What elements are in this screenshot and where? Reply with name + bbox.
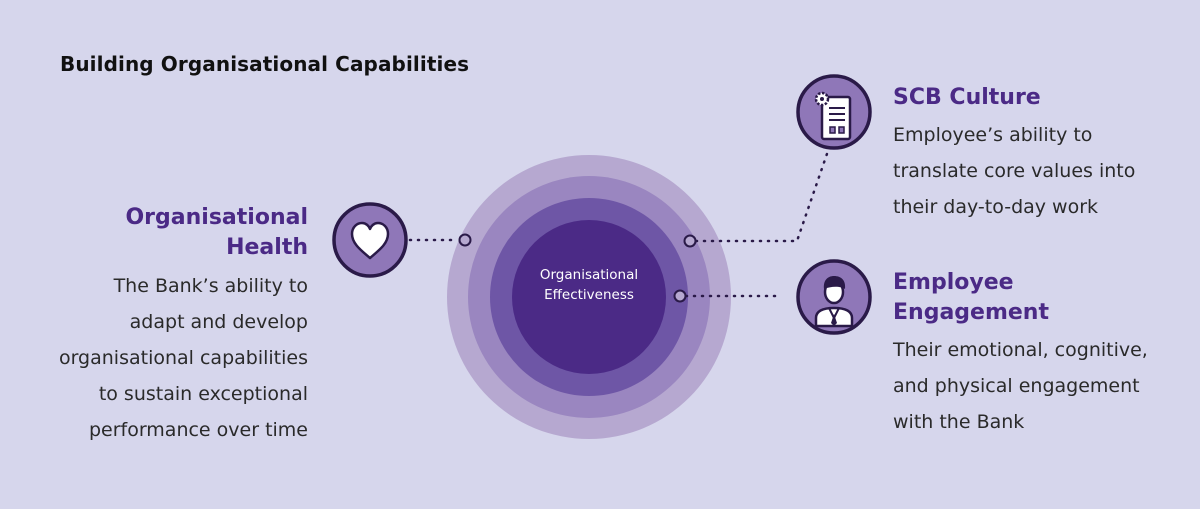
culture-desc-line: Employee’s ability to	[893, 124, 1093, 146]
center-label-line2: Effectiveness	[544, 287, 634, 303]
engagement-desc-line: and physical engagement	[893, 375, 1140, 397]
page-title: Building Organisational Capabilities	[60, 52, 470, 76]
culture-heading: SCB Culture	[893, 85, 1041, 110]
marker-culture	[683, 234, 697, 248]
building-gear-icon	[796, 74, 872, 150]
center-label-line1: Organisational	[539, 267, 639, 283]
marker-health	[458, 233, 472, 247]
health-desc-line: The Bank’s ability to	[113, 275, 308, 297]
engagement-description: Their emotional, cognitive, and physical…	[893, 332, 1148, 440]
employee-icon	[796, 259, 872, 335]
culture-desc-line: translate core values into	[893, 160, 1136, 182]
health-heading-line1: Organisational	[125, 205, 308, 230]
health-description: The Bank’s ability to adapt and develop …	[59, 268, 308, 448]
culture-description: Employee’s ability to translate core val…	[893, 117, 1135, 225]
culture-desc-line: their day-to-day work	[893, 196, 1099, 218]
ring-core	[512, 220, 666, 374]
health-heading: Organisational Health	[125, 203, 308, 263]
connector-culture	[694, 146, 831, 243]
marker-engagement	[673, 289, 687, 303]
health-desc-line: adapt and develop	[129, 311, 308, 333]
health-desc-line: performance over time	[88, 419, 308, 441]
center-label: Organisational Effectiveness	[509, 265, 669, 305]
engagement-desc-line: Their emotional, cognitive,	[893, 339, 1148, 361]
heart-icon	[332, 202, 408, 278]
engagement-heading-line2: Engagement	[893, 300, 1049, 325]
engagement-desc-line: with the Bank	[893, 411, 1025, 433]
health-desc-line: organisational capabilities	[58, 347, 308, 369]
health-heading-line2: Health	[226, 235, 308, 260]
engagement-heading-line1: Employee	[893, 270, 1014, 295]
health-desc-line: to sustain exceptional	[98, 383, 308, 405]
engagement-heading: Employee Engagement	[893, 268, 1049, 328]
